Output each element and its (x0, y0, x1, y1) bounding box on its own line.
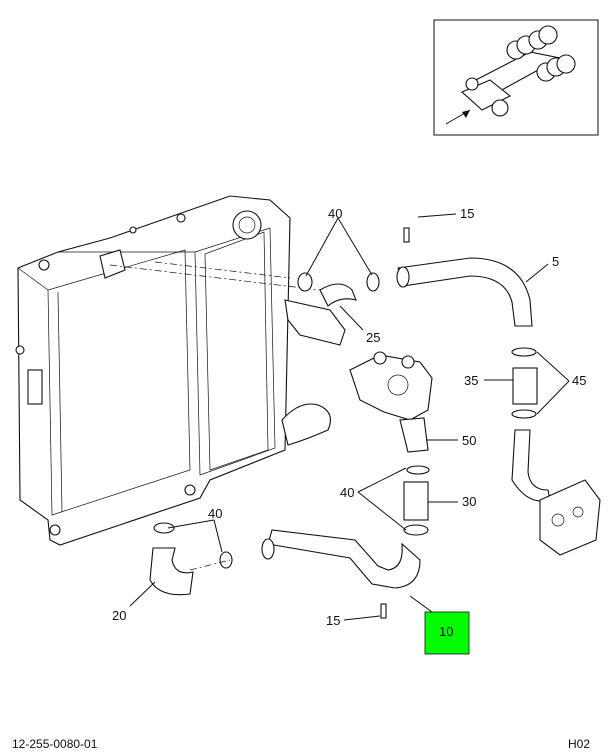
radiator (15, 195, 346, 546)
lower-tube-10 (261, 529, 421, 619)
callout-40-mid: 40 (340, 485, 354, 500)
locator-inset (433, 19, 599, 136)
callout-20: 20 (112, 608, 126, 623)
lower-hose-20 (149, 522, 233, 596)
callout-15-top: 15 (460, 206, 474, 221)
callout-25: 25 (366, 330, 380, 345)
middle-hose-30 (403, 465, 430, 536)
highlight-box-10 (424, 611, 470, 655)
thermostat-housing (539, 479, 601, 556)
truck-chassis-icon (445, 25, 576, 125)
leader-lines (129, 213, 570, 621)
callout-35: 35 (464, 373, 478, 388)
callout-10: 10 (439, 624, 453, 639)
callout-50: 50 (462, 433, 476, 448)
water-pump (349, 351, 433, 453)
callout-5: 5 (552, 254, 559, 269)
callout-40-bot: 40 (208, 506, 222, 521)
callout-15-bot: 15 (326, 613, 340, 628)
callout-45: 45 (572, 373, 586, 388)
drawing-number: 12-255-0080-01 (12, 737, 98, 751)
callout-30: 30 (462, 494, 476, 509)
upper-tube-5 (396, 227, 533, 327)
callout-40-top: 40 (328, 206, 342, 221)
hose-35 (511, 347, 551, 502)
upper-hose-25 (297, 272, 380, 307)
sheet-code: H02 (568, 737, 591, 751)
